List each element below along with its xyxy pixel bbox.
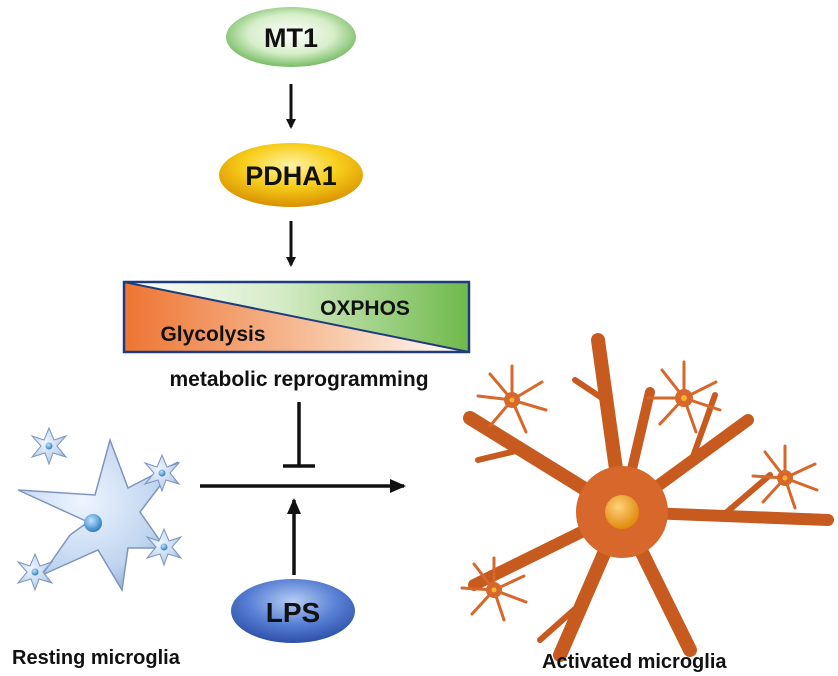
- metabolism-box: OXPHOS Glycolysis: [122, 280, 471, 354]
- activated-small-cell-1: [476, 364, 548, 434]
- inhibition-symbol: [283, 402, 315, 468]
- pdha1-label: PDHA1: [245, 161, 337, 191]
- resting-microglia-illustration: [16, 426, 183, 593]
- lps-node: LPS: [231, 579, 355, 643]
- metabolic-reprogramming-caption: metabolic reprogramming: [169, 368, 428, 391]
- resting-small-cell-2: [143, 453, 181, 493]
- mt1-node: MT1: [226, 7, 356, 67]
- mt1-label: MT1: [264, 23, 318, 53]
- activated-small-cell-2: [646, 360, 722, 434]
- activated-microglia-label: Activated microglia: [542, 651, 727, 673]
- activated-small-cell-3: [751, 444, 819, 510]
- glycolysis-label: Glycolysis: [160, 323, 265, 346]
- oxphos-label: OXPHOS: [320, 297, 410, 320]
- activated-small-cell-4: [460, 556, 528, 622]
- diagonal-divider: [123, 281, 470, 353]
- resting-cell-main: [17, 437, 179, 593]
- activated-microglia-illustration: [460, 333, 834, 662]
- resting-small-cell-4: [16, 552, 54, 592]
- resting-nucleus: [84, 514, 102, 532]
- resting-small-cell-1: [30, 426, 68, 466]
- activated-nucleus: [605, 495, 639, 529]
- metabolism-border: [122, 280, 471, 354]
- resting-small-cell-3: [145, 527, 183, 567]
- lps-label: LPS: [266, 597, 320, 628]
- pdha1-node: PDHA1: [219, 143, 363, 207]
- resting-microglia-label: Resting microglia: [12, 647, 181, 669]
